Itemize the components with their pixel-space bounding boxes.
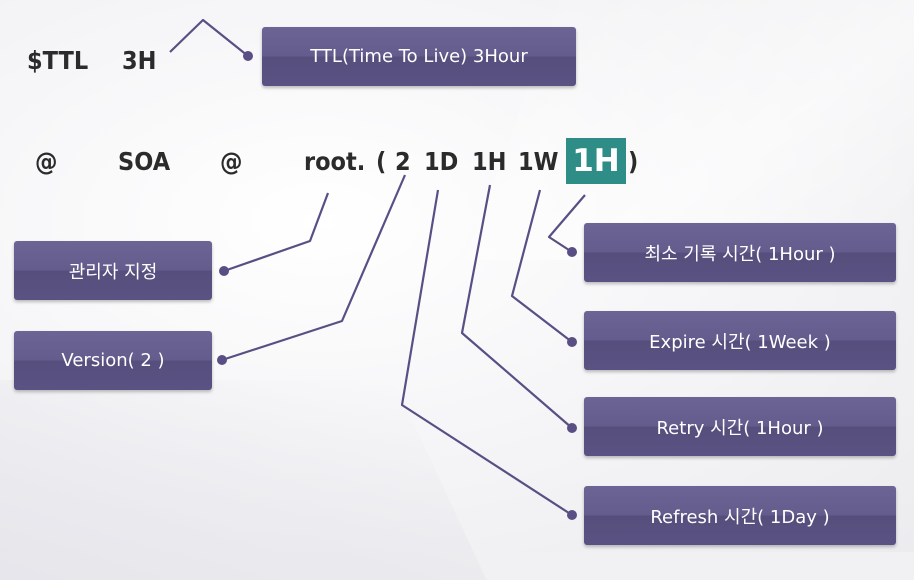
soa-nameserver: @ xyxy=(220,147,243,176)
connector-expire xyxy=(510,189,573,343)
soa-keyword: SOA xyxy=(118,147,171,176)
soa-refresh: 1D xyxy=(424,147,459,176)
soa-expire: 1W xyxy=(518,147,559,176)
minimum-label: 최소 기록 시간( 1Hour ) xyxy=(644,243,836,265)
soa-open-paren: ( xyxy=(376,147,387,176)
connector-dot xyxy=(567,510,577,520)
soa-origin: @ xyxy=(35,147,58,176)
soa-retry: 1H xyxy=(472,147,507,176)
ttl-value: 3H xyxy=(122,46,157,75)
soa-admin-email: root. xyxy=(304,147,366,176)
connector-dot xyxy=(567,247,577,257)
admin-label: 관리자 지정 xyxy=(68,261,158,283)
connector-retry xyxy=(460,184,573,429)
connector-refresh xyxy=(400,189,573,516)
retry-label: Retry 시간( 1Hour ) xyxy=(656,417,824,439)
connector-dot xyxy=(243,51,253,61)
soa-serial: 2 xyxy=(395,147,411,176)
refresh-label-box: Refresh 시간( 1Day ) xyxy=(584,486,896,545)
connector-dot xyxy=(567,423,577,433)
minimum-label-box: 최소 기록 시간( 1Hour ) xyxy=(584,223,896,282)
refresh-label: Refresh 시간( 1Day ) xyxy=(650,506,830,528)
version-label: Version( 2 ) xyxy=(61,350,165,371)
connector-dot xyxy=(217,355,227,365)
admin-label-box: 관리자 지정 xyxy=(14,241,212,300)
connector-dot xyxy=(567,337,577,347)
connector-ttl xyxy=(169,18,249,57)
connector-dot xyxy=(219,266,229,276)
expire-label: Expire 시간( 1Week ) xyxy=(649,331,831,353)
connector-admin xyxy=(223,192,330,273)
connector-minimum xyxy=(547,194,586,253)
ttl-label: TTL(Time To Live) 3Hour xyxy=(310,46,528,67)
ttl-directive: $TTL xyxy=(27,46,89,75)
expire-label-box: Expire 시간( 1Week ) xyxy=(584,311,896,370)
soa-minimum-highlight xyxy=(566,138,626,184)
soa-close-paren: ) xyxy=(628,147,639,176)
retry-label-box: Retry 시간( 1Hour ) xyxy=(584,397,896,456)
soa-minimum: 1H xyxy=(572,143,620,179)
connector-lines xyxy=(169,18,586,520)
connector-version xyxy=(221,174,407,362)
ttl-label-box: TTL(Time To Live) 3Hour xyxy=(262,27,576,86)
version-label-box: Version( 2 ) xyxy=(14,331,212,390)
